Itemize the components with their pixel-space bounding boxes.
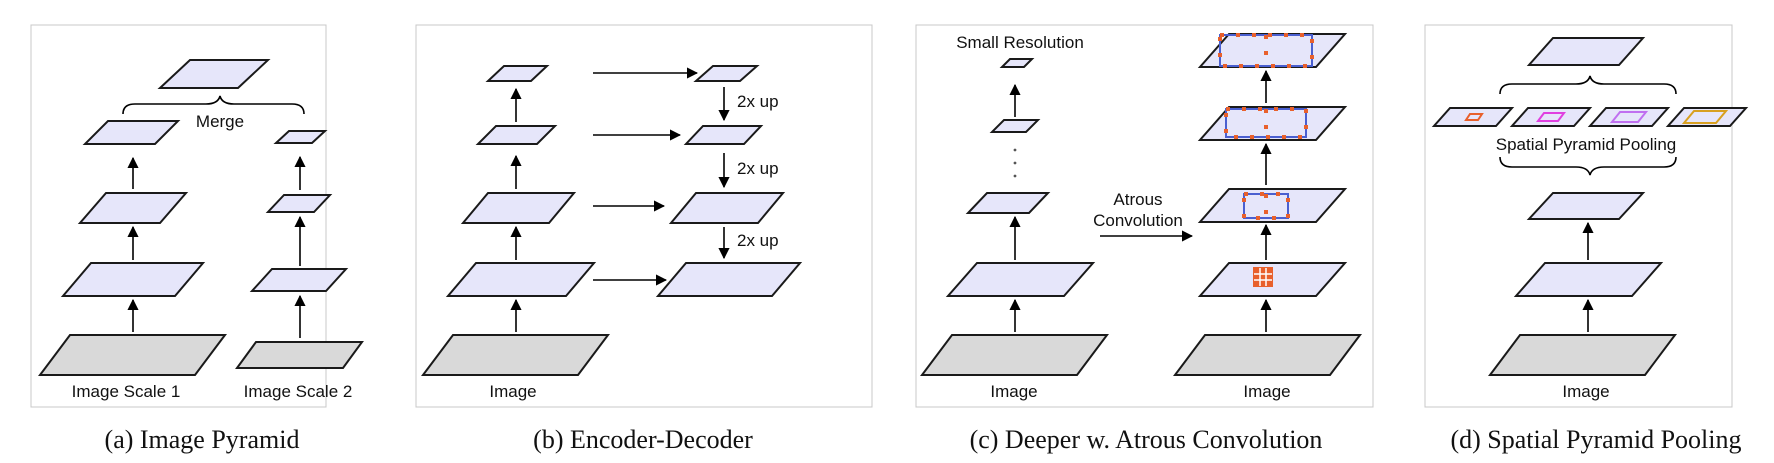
encoder-plane-3 <box>475 125 558 145</box>
image-scale-2-plane <box>235 341 364 369</box>
atrous-kernel-rate-4 <box>1218 33 1314 68</box>
spp-label: Spatial Pyramid Pooling <box>1496 135 1676 154</box>
decoder-plane-2 <box>668 192 786 224</box>
pool-region-1 <box>1464 113 1484 121</box>
atrous-kernel-rate-2 <box>1242 192 1290 220</box>
pool-plane-4 <box>1665 107 1749 127</box>
pool-plane-2 <box>1509 107 1593 127</box>
decoder-plane-3 <box>683 125 764 145</box>
atrous-plane-2 <box>1197 188 1348 223</box>
feature-plane-a2 <box>77 192 189 224</box>
pool-region-2 <box>1536 112 1566 122</box>
feature-plane-c3 <box>989 119 1041 133</box>
spp-output-plane <box>1526 37 1646 66</box>
feature-plane-c1 <box>945 262 1096 297</box>
image-scale-2-label: Image Scale 2 <box>244 382 353 401</box>
feature-plane-c2 <box>965 192 1051 214</box>
atrous-plane-3 <box>1197 106 1348 141</box>
image-label-b: Image <box>489 382 536 401</box>
encoder-plane-2 <box>460 192 577 224</box>
pool-plane-1 <box>1431 107 1515 127</box>
pool-region-4 <box>1681 110 1729 124</box>
atrous-kernel-rate-3 <box>1224 107 1308 139</box>
panel-c-atrous: Small Resolution Atrous Convolution <box>915 24 1374 454</box>
feature-plane-a1 <box>60 262 206 297</box>
image-label-d: Image <box>1562 382 1609 401</box>
encoder-plane-4 <box>485 65 550 82</box>
panel-d-spp: Spatial Pyramid Pooling Image (d) Spatia… <box>1424 24 1749 454</box>
pool-plane-3 <box>1587 107 1671 127</box>
image-label-c-left: Image <box>990 382 1037 401</box>
image-plane-c-right <box>1173 334 1362 376</box>
image-plane-d <box>1488 334 1677 376</box>
feature-plane-a5 <box>265 194 333 213</box>
image-plane-b <box>421 334 610 376</box>
caption-b: (b) Encoder-Decoder <box>533 425 753 454</box>
decoder-plane-4 <box>693 65 760 82</box>
image-scale-1-label: Image Scale 1 <box>72 382 181 401</box>
caption-a: (a) Image Pyramid <box>105 425 300 454</box>
atrous-label: Atrous <box>1113 190 1162 209</box>
merge-label: Merge <box>196 112 244 131</box>
merged-output-plane <box>157 59 271 89</box>
encoder-plane-1 <box>445 262 597 297</box>
feature-plane-d1 <box>1513 262 1664 297</box>
feature-plane-c4 <box>999 58 1035 68</box>
spp-lower-brace <box>1499 156 1677 176</box>
image-label-c-right: Image <box>1243 382 1290 401</box>
feature-plane-a6 <box>273 130 328 144</box>
image-scale-1-plane <box>38 334 227 376</box>
feature-plane-a3 <box>82 120 181 145</box>
small-resolution-label: Small Resolution <box>956 33 1084 52</box>
panel-a-image-pyramid: Merge Image Scale 1 Image Scale 2 (a) Im… <box>30 24 364 454</box>
decoder-plane-1 <box>655 262 803 297</box>
upsample-label: 2x up <box>737 92 779 111</box>
spp-upper-brace <box>1499 75 1677 95</box>
image-plane-c-left <box>920 334 1109 376</box>
caption-c: (c) Deeper w. Atrous Convolution <box>970 425 1323 454</box>
caption-d: (d) Spatial Pyramid Pooling <box>1450 425 1741 454</box>
pool-region-3 <box>1609 111 1649 123</box>
upsample-label: 2x up <box>737 159 779 178</box>
convolution-label: Convolution <box>1093 211 1183 230</box>
upsample-label: 2x up <box>737 231 779 250</box>
merge-brace <box>122 95 305 115</box>
panel-b-encoder-decoder: 2x up 2x up 2x up Image (b) Encoder-Deco… <box>415 24 873 454</box>
feature-plane-d2 <box>1526 192 1646 220</box>
atrous-kernel-rate-1 <box>1253 267 1273 287</box>
ellipsis-dots <box>1013 148 1017 178</box>
feature-plane-a4 <box>249 268 349 292</box>
